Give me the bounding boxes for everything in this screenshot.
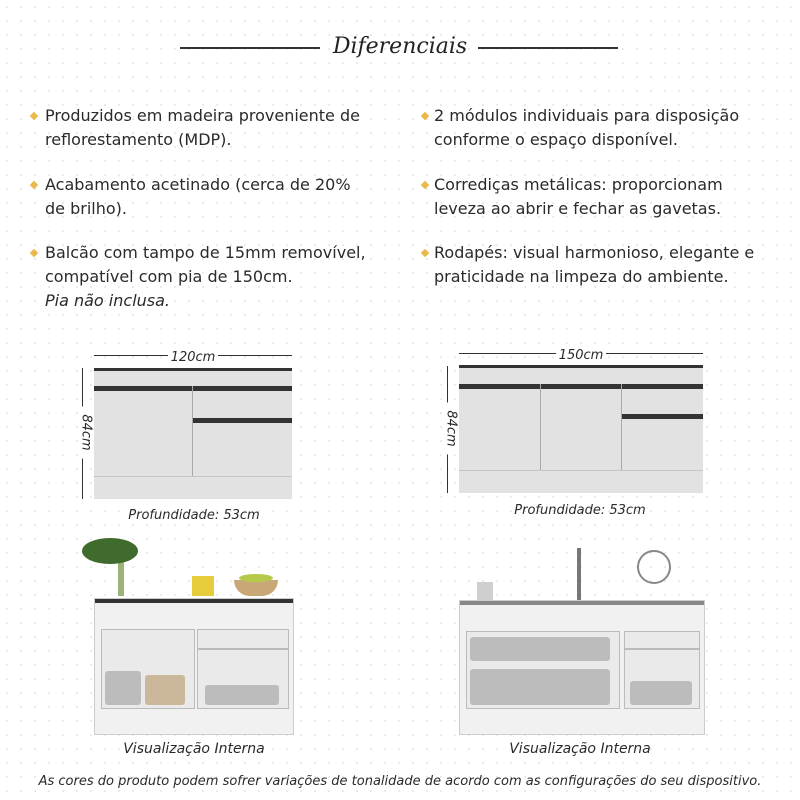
handle-bar <box>94 386 292 391</box>
fruit-bowl-icon <box>234 580 278 596</box>
plinth-line <box>459 470 703 471</box>
faucet-icon <box>577 548 581 600</box>
door-seam <box>621 384 622 470</box>
plant-vase-icon <box>118 562 124 596</box>
feature-line: Rodapés: visual harmonioso, elegante e <box>434 243 755 262</box>
fruit-icon <box>239 574 273 582</box>
dishes-icon <box>470 637 610 661</box>
countertop <box>459 365 703 368</box>
cabinet-150-front <box>459 365 703 493</box>
countertop-decor <box>459 540 703 600</box>
drawer-compartment <box>624 631 700 649</box>
feature-line: conforme o espaço disponível. <box>434 130 678 149</box>
cabinet-120-front <box>94 368 292 499</box>
sink-countertop <box>460 601 704 605</box>
width-label-wrap: 120cm <box>94 346 292 365</box>
width-label-wrap: 150cm <box>459 344 703 363</box>
depth-label: Profundidade: 53cm <box>128 508 260 523</box>
countertop-decor <box>82 534 294 600</box>
bullet-diamond-icon <box>420 248 430 258</box>
interior-view-120 <box>94 598 294 735</box>
countertop <box>95 599 293 603</box>
pans-icon <box>630 681 692 705</box>
feature-line: 2 módulos individuais para disposição <box>434 106 740 125</box>
feature-line: praticidade na limpeza do ambiente. <box>434 267 729 286</box>
feature-line: leveza ao abrir e fechar as gavetas. <box>434 199 722 218</box>
pots-icon <box>470 669 610 705</box>
feature-item: Rodapés: visual harmonioso, elegante e pr… <box>434 241 754 289</box>
drawer-handle <box>193 418 292 423</box>
drawer-compartment <box>197 629 289 649</box>
feature-line: Corrediças metálicas: proporcionam <box>434 175 723 194</box>
feature-item: Acabamento acetinado (cerca de 20% de bri… <box>45 173 351 221</box>
bullet-diamond-icon <box>29 180 39 190</box>
pot-stack-icon <box>105 671 141 705</box>
feature-line: Acabamento acetinado (cerca de 20% <box>45 175 351 194</box>
feature-item: 2 módulos individuais para disposição con… <box>434 104 739 152</box>
depth-label: Profundidade: 53cm <box>514 503 646 518</box>
door-seam <box>540 384 541 470</box>
bullet-diamond-icon <box>29 248 39 258</box>
height-label: 84cm <box>78 406 94 459</box>
jars-icon <box>145 675 185 705</box>
pans-icon <box>205 685 279 705</box>
feature-item: Balcão com tampo de 15mm removível, compa… <box>45 241 366 313</box>
bullet-diamond-icon <box>29 111 39 121</box>
title-rule-left <box>180 47 320 49</box>
feature-item: Produzidos em madeira proveniente de refl… <box>45 104 360 152</box>
plant-leaves-icon <box>82 538 138 564</box>
interior-caption: Visualização Interna <box>509 741 651 757</box>
handle-bar <box>459 384 703 389</box>
feature-note: Pia não inclusa. <box>45 291 170 310</box>
title-rule-right <box>478 47 618 49</box>
feature-line: Produzidos em madeira proveniente de <box>45 106 360 125</box>
width-label: 150cm <box>555 348 607 363</box>
bullet-diamond-icon <box>420 111 430 121</box>
utensil-holder-icon <box>477 582 493 600</box>
feature-item: Corrediças metálicas: proporcionam leveza… <box>434 173 723 221</box>
feature-line: compatível com pia de 150cm. <box>45 267 293 286</box>
door-seam <box>192 386 193 476</box>
drawer-handle <box>622 414 703 419</box>
bullet-diamond-icon <box>420 180 430 190</box>
interior-caption: Visualização Interna <box>123 741 265 757</box>
yellow-box-icon <box>192 576 214 596</box>
height-label: 84cm <box>443 402 459 455</box>
countertop <box>94 368 292 371</box>
section-title: Diferenciais <box>332 34 468 59</box>
interior-view-150 <box>459 600 705 735</box>
feature-line: reflorestamento (MDP). <box>45 130 232 149</box>
plinth-line <box>94 476 292 477</box>
dish-rack-icon <box>637 550 671 584</box>
feature-line: de brilho). <box>45 199 127 218</box>
feature-line: Balcão com tampo de 15mm removível, <box>45 243 366 262</box>
width-label: 120cm <box>167 350 219 365</box>
color-disclaimer: As cores do produto podem sofrer variaçõ… <box>38 774 762 789</box>
